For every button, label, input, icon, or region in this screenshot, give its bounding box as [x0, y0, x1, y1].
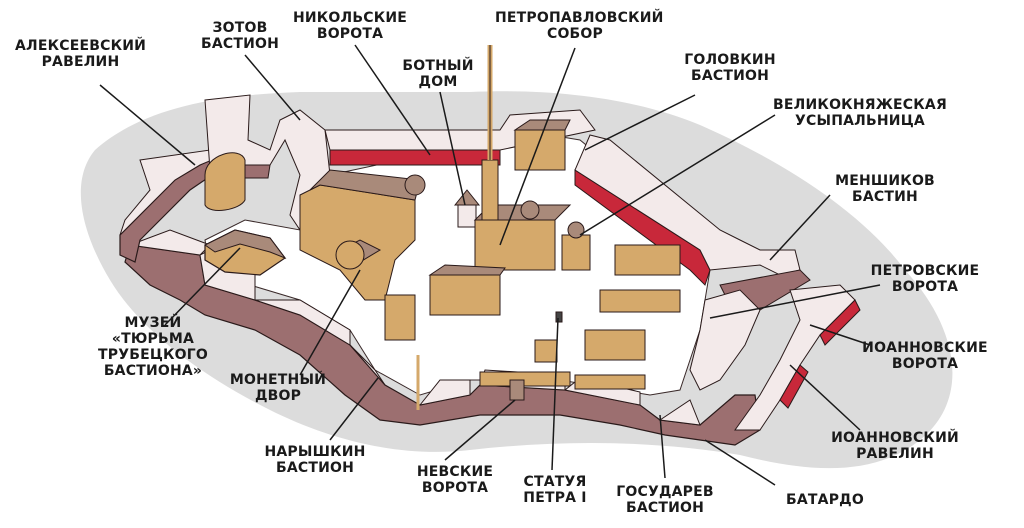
label-line: ВОРОТА — [891, 356, 959, 372]
burial-vault — [561, 234, 591, 271]
label-line: ВОРОТА — [891, 279, 959, 295]
label-line: ПЕТРОВСКИЕ — [870, 263, 980, 279]
cathedral-body — [474, 219, 556, 271]
building-central — [429, 274, 501, 316]
label-line: БАТАРДО — [786, 492, 864, 508]
label-line: ТРУБЕЦКОГО — [98, 347, 208, 363]
label-boat-house: БОТНЫЙ ДОМ — [398, 58, 478, 90]
label-line: ГОЛОВКИН — [684, 52, 776, 68]
label-line: ИОАННОВСКИЕ — [862, 340, 988, 356]
label-line: БАСТИОН — [625, 500, 705, 516]
label-line: АЛЕКСЕЕВСКИЙ — [14, 38, 147, 54]
label-line: ПЕТРА I — [523, 490, 587, 506]
label-golovkin-bastion: ГОЛОВКИН БАСТИОН — [675, 52, 785, 84]
label-line: ДОМ — [418, 74, 458, 90]
label-line: ИОАННОВСКИЙ — [831, 430, 959, 446]
label-alekseevsky-ravelin: АЛЕКСЕЕВСКИЙ РАВЕЛИН — [8, 38, 153, 70]
cathedral-dome — [520, 200, 540, 220]
label-peter-paul-cathedral: ПЕТРОПАВЛОВСКИЙ СОБОР — [495, 10, 664, 42]
ioannovsky-ravelin — [734, 284, 856, 431]
building-north — [514, 129, 566, 171]
nevsky-gate — [509, 379, 525, 401]
label-line: РАВЕЛИН — [856, 446, 934, 462]
label-line: РАВЕЛИН — [41, 54, 120, 70]
burial-vault-dome — [567, 221, 585, 239]
north-wall-red — [329, 149, 501, 166]
building-south-inner — [584, 329, 646, 361]
label-line: ПЕТРОПАВЛОВСКИЙ — [495, 10, 664, 26]
building-south-2 — [574, 374, 646, 390]
building-small-1 — [534, 339, 558, 363]
label-line: БАСТИОН — [275, 460, 355, 476]
label-line: СОБОР — [546, 26, 603, 42]
label-line: БАСТИОНА» — [103, 363, 203, 379]
label-zotov-bastion: ЗОТОВ БАСТИОН — [190, 20, 290, 52]
label-grand-ducal-vault: ВЕЛИКОКНЯЖЕСКАЯ УСЫПАЛЬНИЦА — [760, 97, 960, 129]
label-naryshkin-bastion: НАРЫШКИН БАСТИОН — [255, 444, 375, 476]
building-north-roof — [513, 119, 571, 131]
mint-dome — [335, 240, 365, 270]
label-batardo: БАТАРДО — [770, 492, 880, 508]
label-line: СТАТУЯ — [523, 474, 587, 490]
label-line: ВОРОТА — [421, 480, 489, 496]
label-line: НЕВСКИЕ — [416, 464, 494, 480]
label-ioannovsky-ravelin: ИОАННОВСКИЙ РАВЕЛИН — [820, 430, 970, 462]
petrovskie-wall — [689, 289, 761, 391]
boat-house — [457, 204, 477, 228]
label-line: ЗОТОВ — [212, 20, 268, 36]
label-nevskie-gate: НЕВСКИЕ ВОРОТА — [400, 464, 510, 496]
label-petrovskie-gate: ПЕТРОВСКИЕ ВОРОТА — [865, 263, 985, 295]
cathedral-tower — [481, 159, 499, 221]
building-south-1 — [479, 371, 571, 387]
label-ioannovskie-gate: ИОАННОВСКИЕ ВОРОТА — [860, 340, 990, 372]
label-line: НАРЫШКИН — [264, 444, 366, 460]
building-west-small — [384, 294, 416, 341]
label-line: ГОСУДАРЕВ — [616, 484, 714, 500]
label-line: МУЗЕЙ — [124, 315, 182, 331]
label-line: МОНЕТНЫЙ — [229, 372, 327, 388]
statue-marker — [555, 311, 563, 323]
label-line: БОТНЫЙ — [402, 58, 474, 74]
leader-lines — [99, 44, 881, 486]
label-line: ВЕЛИКОКНЯЖЕСКАЯ — [773, 97, 947, 113]
label-line: ВОРОТА — [316, 26, 384, 42]
building-central-roof — [428, 264, 506, 276]
label-line: НИКОЛЬСКИЕ — [292, 10, 408, 26]
label-nikolskie-gate: НИКОЛЬСКИЕ ВОРОТА — [290, 10, 410, 42]
ioannovsky-ravelin-red — [779, 299, 861, 409]
label-line: БАСТИН — [852, 189, 918, 205]
building-east-2 — [599, 289, 681, 313]
alekseevsky-building — [204, 152, 246, 211]
boat-house-roof — [453, 189, 481, 206]
label-mint: МОНЕТНЫЙ ДВОР — [218, 372, 338, 404]
label-peter-statue: СТАТУЯ ПЕТРА I — [510, 474, 600, 506]
label-gosudarev-bastion: ГОСУДАРЕВ БАСТИОН — [605, 484, 725, 516]
label-line: БАСТИОН — [690, 68, 770, 84]
label-line: БАСТИОН — [200, 36, 280, 52]
label-menshikov-bastion: МЕНШИКОВ БАСТИН — [825, 173, 945, 205]
label-trubetskoy-museum: МУЗЕЙ «ТЮРЬМА ТРУБЕЦКОГО БАСТИОНА» — [88, 315, 218, 379]
mint-tower — [404, 174, 426, 196]
label-line: «ТЮРЬМА — [111, 331, 195, 347]
label-line: ДВОР — [254, 388, 302, 404]
building-east-1 — [614, 244, 681, 276]
trubetskoy-prison-roof — [204, 229, 287, 260]
label-line: МЕНШИКОВ — [835, 173, 935, 189]
label-line: УСЫПАЛЬНИЦА — [795, 113, 925, 129]
